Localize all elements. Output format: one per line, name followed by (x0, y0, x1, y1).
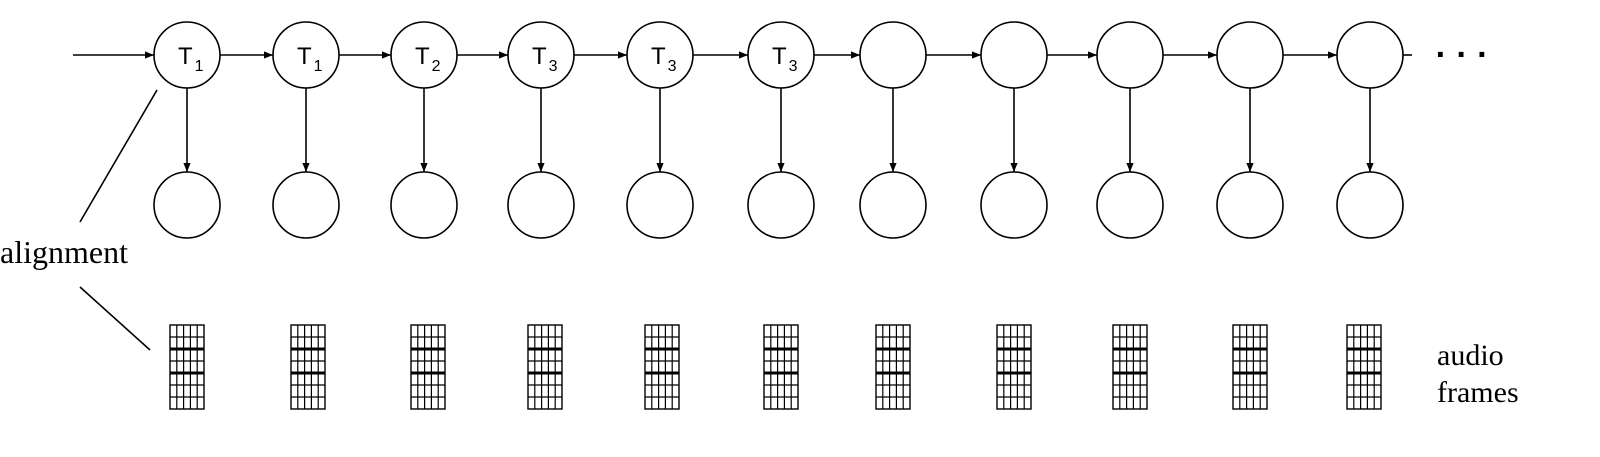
observation-node (980, 171, 1048, 239)
audio-frame (1232, 324, 1268, 410)
observation-node (1336, 171, 1404, 239)
observation-node (1216, 171, 1284, 239)
state-subscript: 2 (432, 58, 441, 75)
audio-frame (996, 324, 1032, 410)
observation-node (507, 171, 575, 239)
state-subscript: 3 (789, 58, 798, 75)
observation-node (153, 171, 221, 239)
continuation-dots: · · · (1436, 36, 1489, 74)
audio-frame (1346, 324, 1382, 410)
audio-frame (290, 324, 326, 410)
state-node (1336, 21, 1404, 89)
audio-frame (763, 324, 799, 410)
audio-frames-layer (169, 324, 1382, 410)
state-subscript: 3 (668, 58, 677, 75)
state-subscript: 1 (314, 58, 323, 75)
audio-label: audio (1437, 339, 1504, 372)
state-node (747, 21, 815, 89)
observation-node (626, 171, 694, 239)
observation-node (1096, 171, 1164, 239)
audio-frame (527, 324, 563, 410)
audio-frame (169, 324, 205, 410)
state-node (390, 21, 458, 89)
state-node (1216, 21, 1284, 89)
audio-frame (875, 324, 911, 410)
observation-node (747, 171, 815, 239)
state-node (859, 21, 927, 89)
alignment-pointer-upper (79, 89, 158, 223)
state-subscript: 1 (195, 58, 204, 75)
alignment-pointer-lower (79, 286, 151, 351)
observation-node (859, 171, 927, 239)
state-node (626, 21, 694, 89)
state-subscript: 3 (549, 58, 558, 75)
state-node (272, 21, 340, 89)
state-node (507, 21, 575, 89)
alignment-label: alignment (0, 234, 128, 270)
state-node (153, 21, 221, 89)
audio-frame (1112, 324, 1148, 410)
frames-label: frames (1437, 376, 1519, 409)
state-node (980, 21, 1048, 89)
audio-frame (410, 324, 446, 410)
state-node (1096, 21, 1164, 89)
audio-frame (644, 324, 680, 410)
edges-layer (73, 51, 1412, 172)
observation-node (272, 171, 340, 239)
observation-node (390, 171, 458, 239)
